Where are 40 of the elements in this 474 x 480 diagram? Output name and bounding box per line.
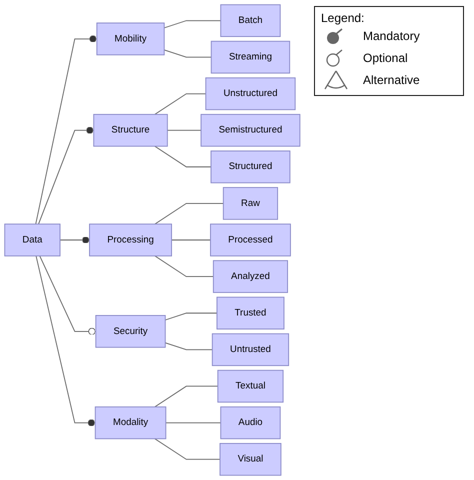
connector [166, 130, 202, 131]
connector [60, 236, 90, 244]
node-box: Data [4, 224, 60, 256]
legend-title: Legend: [321, 11, 366, 25]
node-box: Modality [94, 406, 166, 440]
connector [164, 50, 212, 58]
node-box: Processing [89, 224, 172, 256]
legend-label: Alternative [363, 73, 420, 87]
legend-label: Mandatory [363, 29, 420, 43]
node-box: Raw [222, 187, 278, 220]
node-box: Semistructured [200, 114, 300, 147]
node-box: Unstructured [205, 77, 296, 110]
connector [154, 93, 206, 115]
node-box: Processed [210, 224, 291, 256]
connector [38, 126, 94, 225]
node-box: Untrusted [212, 333, 290, 366]
connector [35, 35, 98, 225]
node-box: Batch [220, 4, 281, 37]
connector [164, 20, 222, 28]
node-box: Visual [220, 443, 282, 476]
node-box: Textual [217, 370, 284, 403]
connector [164, 312, 218, 320]
connector [154, 146, 212, 168]
legend-label: Optional [363, 51, 408, 65]
node-box: Analyzed [212, 260, 288, 293]
connector [154, 255, 214, 277]
node-box: Structure [93, 114, 168, 147]
connector [154, 203, 224, 225]
connector [154, 438, 220, 460]
connector [154, 386, 218, 408]
connector [165, 422, 222, 424]
connector [39, 255, 96, 335]
node-box: Trusted [216, 296, 284, 330]
node-box: Structured [210, 150, 290, 184]
node-box: Streaming [210, 40, 290, 74]
connector [164, 342, 213, 350]
connector [36, 255, 96, 426]
node-box: Audio [220, 406, 281, 440]
node-box: Security [95, 315, 166, 348]
node-box: Mobility [96, 22, 165, 56]
